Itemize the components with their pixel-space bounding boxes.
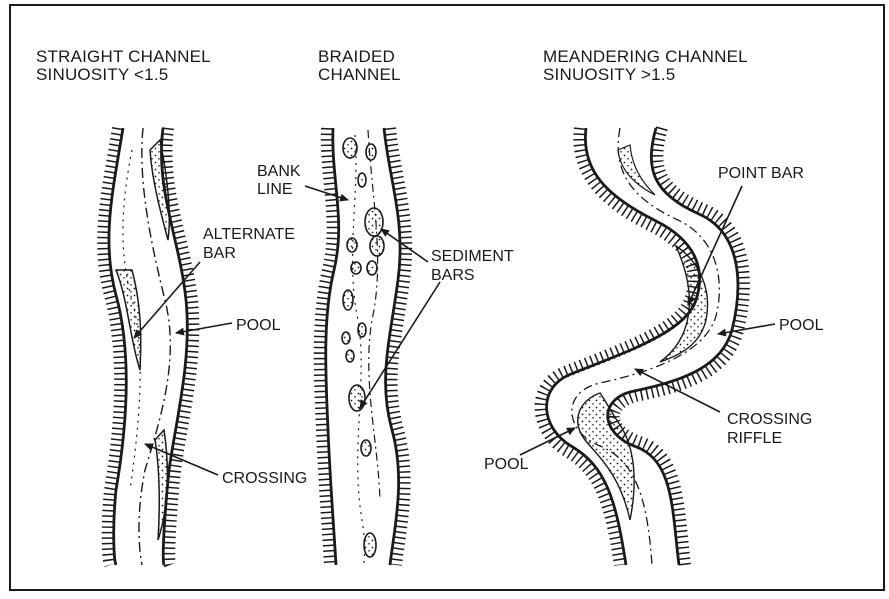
crossing-riffle-label-line2: RIFFLE <box>727 430 782 447</box>
pool-arrow-straight <box>176 323 232 333</box>
sediment-bar-arrow-upper <box>381 229 428 262</box>
straight-channel-drawing <box>103 128 232 565</box>
sediment-bars <box>342 138 384 557</box>
pool-label-meander-right: POOL <box>779 317 824 334</box>
meander-point-bar-upper <box>660 246 708 362</box>
crossing-arrow <box>145 444 218 475</box>
sediment-bar-arrow-lower <box>360 282 440 408</box>
sediment-bars-label-line1: SEDIMENT <box>431 248 514 265</box>
meandering-channel-drawing <box>520 128 775 565</box>
pool-label-meander-left: POOL <box>484 456 529 473</box>
meander-thalweg <box>572 128 720 565</box>
bank-line-label-line1: BANK <box>257 163 301 180</box>
pool-label-straight: POOL <box>236 317 281 334</box>
bank-line-arrow <box>305 186 348 200</box>
crossing-riffle-label-line1: CROSSING <box>727 411 812 428</box>
sediment-bars-label-line2: BARS <box>431 267 475 284</box>
alternate-bar-label-line2: BAR <box>203 245 236 262</box>
braided-channel-drawing <box>305 128 440 565</box>
meander-point-bar-top <box>618 145 655 195</box>
braided-dotted-line <box>353 135 365 565</box>
alternate-bar-arrow <box>134 262 200 338</box>
straight-alternate-bar <box>116 270 141 370</box>
pool-arrow-meander-right <box>718 324 775 334</box>
bank-line-label-line2: LINE <box>257 181 293 198</box>
crossing-riffle-arrow <box>635 369 720 412</box>
point-bar-label: POINT BAR <box>718 165 804 182</box>
crossing-label: CROSSING <box>222 470 307 487</box>
straight-upper-bar <box>150 140 169 240</box>
alternate-bar-label-line1: ALTERNATE <box>203 226 295 243</box>
